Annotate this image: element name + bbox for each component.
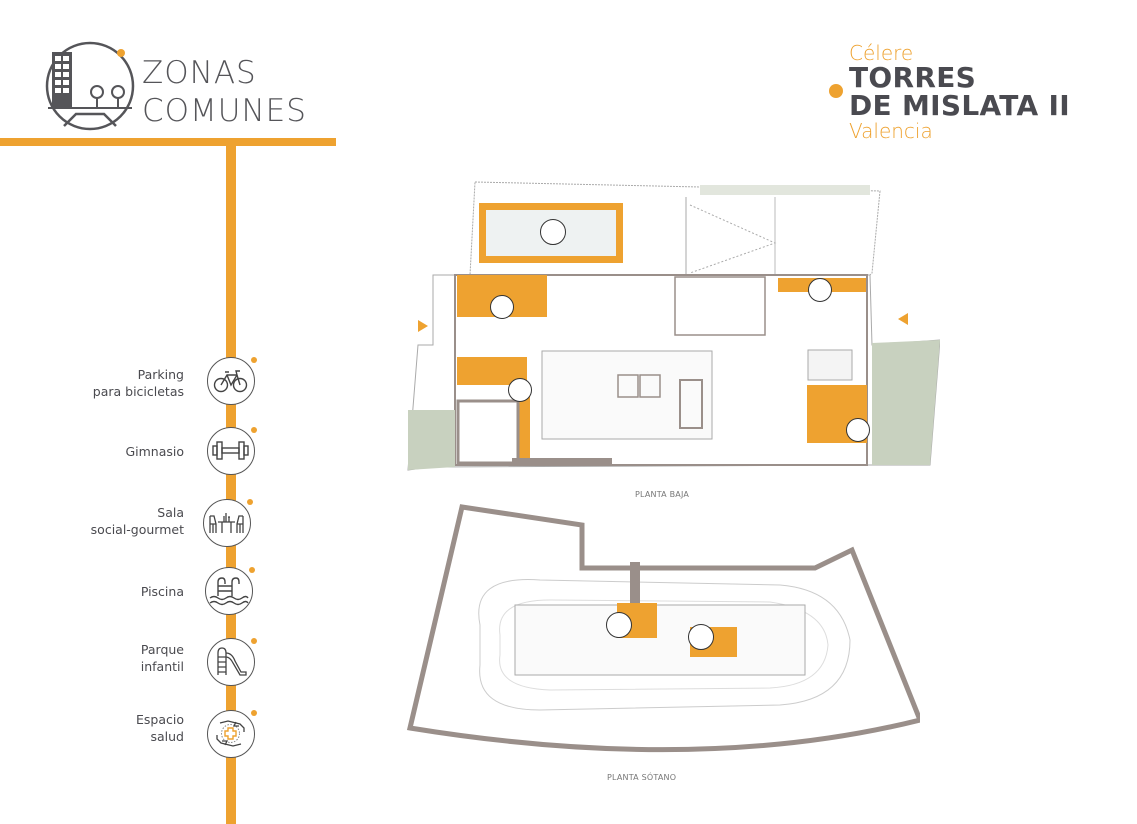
orange-dot-icon — [251, 710, 257, 716]
project-heading: Célere TORRES DE MISLATA II Valencia — [849, 42, 1070, 142]
page-title: ZONAS COMUNES — [142, 54, 307, 130]
orange-dot-icon — [251, 638, 257, 644]
basement-label: PLANTA SÓTANO — [607, 773, 677, 782]
amenity-label-gimnasio: Gimnasio — [4, 443, 184, 460]
amenity-label-line2: social-gourmet — [90, 522, 184, 537]
amenity-label-line1: Sala — [157, 505, 184, 520]
dining-table-icon — [209, 513, 244, 533]
project-city: Valencia — [849, 119, 933, 143]
project-name-line1: TORRES — [849, 61, 977, 94]
orange-dot-icon — [249, 567, 255, 573]
amenity-espacio-salud — [207, 710, 257, 758]
plan-marker-bike-1 — [490, 295, 514, 319]
amenity-label-piscina: Piscina — [4, 583, 184, 600]
basement-plan — [400, 500, 924, 768]
project-bullet — [829, 84, 843, 98]
orange-dot-icon — [251, 357, 257, 363]
plan-marker-pool — [540, 219, 566, 245]
amenity-parking-bicicletas — [207, 357, 257, 405]
amenity-label-parque: Parque infantil — [4, 641, 184, 675]
page-title-line2: COMUNES — [142, 93, 307, 129]
amenity-label-parking: Parking para bicicletas — [4, 366, 184, 400]
amenity-label-line1: Parque — [140, 642, 184, 657]
amenity-label-salud: Espacio salud — [4, 711, 184, 745]
amenity-label-line2: salud — [150, 729, 184, 744]
amenity-gimnasio — [207, 427, 257, 475]
slide-icon — [217, 647, 247, 676]
amenity-piscina — [205, 567, 255, 615]
amenity-label-line1: Piscina — [140, 584, 184, 599]
building-park-icon — [45, 41, 135, 131]
amenity-label-sala: Sala social-gourmet — [4, 504, 184, 538]
orange-dot-icon — [251, 427, 257, 433]
pool-ladder-icon — [209, 577, 249, 606]
plan-marker-bike-2 — [808, 278, 832, 302]
plan-marker-bike-3 — [508, 378, 532, 402]
amenity-timeline — [226, 146, 236, 824]
developer-name: Célere — [849, 41, 914, 65]
bicycle-icon — [213, 370, 248, 393]
amenity-label-line1: Gimnasio — [125, 444, 184, 459]
ground-floor-plan — [400, 175, 941, 480]
plan-marker-playground — [846, 418, 870, 442]
amenity-sala-social-gourmet — [203, 499, 253, 547]
header-divider — [0, 138, 336, 146]
plan-marker-gourmet — [606, 612, 632, 638]
amenity-label-line2: infantil — [140, 659, 184, 674]
dumbbell-icon — [212, 441, 249, 460]
amenity-label-line1: Espacio — [136, 712, 184, 727]
amenity-parque-infantil — [207, 638, 257, 686]
orange-dot-icon — [247, 499, 253, 505]
amenity-label-line2: para bicicletas — [92, 384, 184, 399]
ground-floor-label: PLANTA BAJA — [635, 490, 690, 499]
page-title-line1: ZONAS — [142, 55, 257, 91]
plan-marker-gym — [688, 624, 714, 650]
amenity-label-line1: Parking — [137, 367, 184, 382]
project-name-line2: DE MISLATA II — [849, 89, 1070, 122]
health-hands-icon — [216, 720, 245, 747]
logo-badge — [44, 40, 136, 132]
